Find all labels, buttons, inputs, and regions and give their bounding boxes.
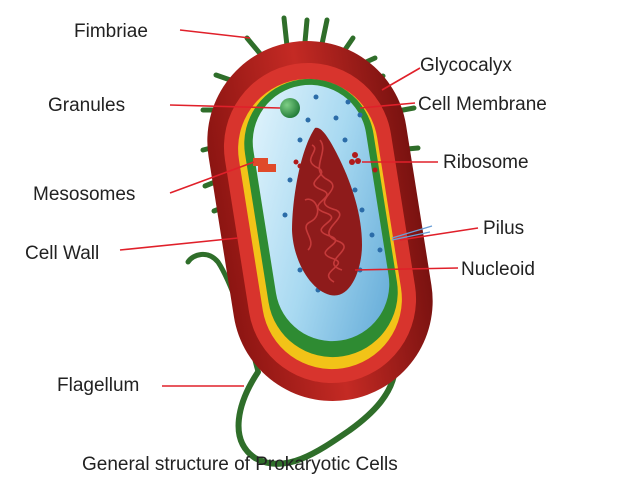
- leader-fimbriae: [179, 29, 251, 39]
- leader-nucleoid: [354, 267, 459, 271]
- leader-lines: [119, 29, 479, 387]
- ribosome-clusters: [293, 152, 378, 173]
- mesosome: [253, 158, 276, 172]
- leader-cell-membrane: [359, 102, 416, 109]
- leader-cell-wall: [119, 237, 239, 251]
- label-mesosomes: Mesosomes: [33, 184, 136, 205]
- label-cell-membrane: Cell Membrane: [418, 94, 547, 115]
- flagellum: [235, 367, 398, 467]
- granule: [280, 98, 300, 118]
- fimbria: [244, 35, 265, 59]
- label-flagellum: Flagellum: [57, 375, 140, 396]
- nucleoid: [292, 127, 362, 296]
- label-glycocalyx: Glycocalyx: [420, 55, 512, 76]
- label-granules: Granules: [48, 95, 126, 116]
- label-fimbriae: Fimbriae: [74, 21, 148, 42]
- leader-mesosomes: [169, 161, 255, 194]
- label-ribosome: Ribosome: [443, 152, 529, 173]
- fimbria: [281, 15, 290, 49]
- leader-pilus: [399, 227, 479, 241]
- label-pilus: Pilus: [483, 218, 525, 239]
- pilus-lines: [391, 225, 433, 241]
- nucleoid-strands: [304, 139, 345, 283]
- diagram-caption: General structure of Prokaryotic Cells: [82, 454, 398, 475]
- fimbria: [302, 17, 310, 45]
- leader-glycocalyx: [381, 67, 421, 91]
- fimbria: [319, 17, 330, 47]
- leader-granules: [169, 104, 281, 109]
- label-nucleoid: Nucleoid: [461, 259, 535, 280]
- label-cell-wall: Cell Wall: [25, 243, 100, 264]
